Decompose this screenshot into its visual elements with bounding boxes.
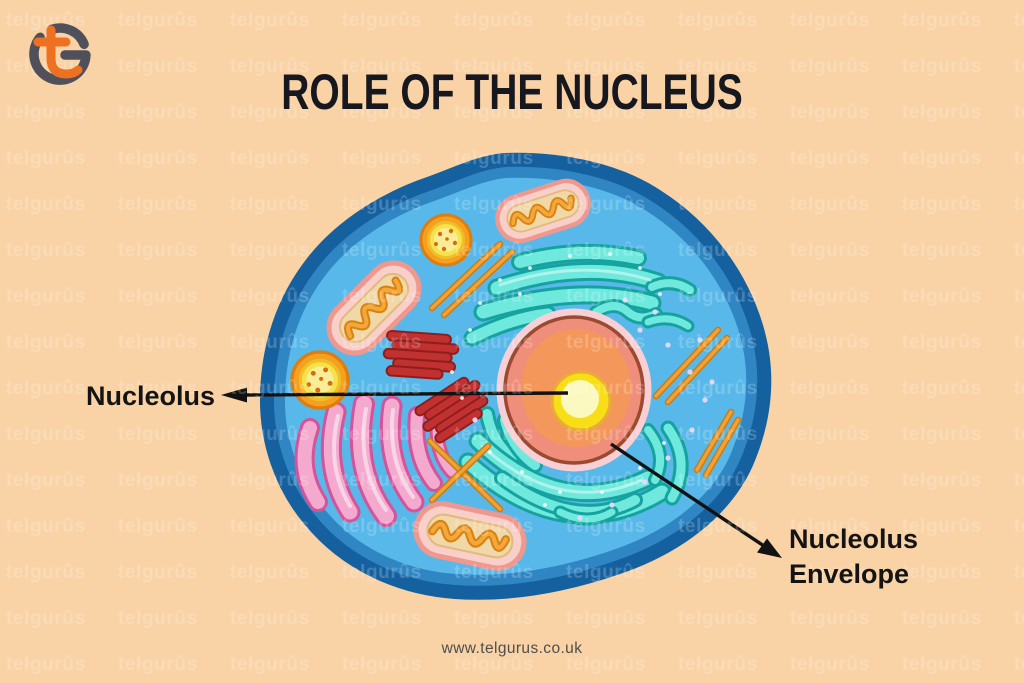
label-envelope-line1: Nucleolus xyxy=(789,524,919,554)
label-nucleolus: Nucleolus xyxy=(85,381,215,411)
cell-body xyxy=(267,160,764,593)
logo-t-stem xyxy=(46,25,83,79)
microtubules xyxy=(426,240,742,513)
lysosome-left xyxy=(290,350,350,410)
nucleolus-arrow xyxy=(221,387,569,403)
ribosome-dots xyxy=(450,252,715,521)
logo-g-arc-top xyxy=(47,23,89,50)
website-url: www.telgurus.co.uk xyxy=(441,640,583,657)
label-envelope-line2: Envelope xyxy=(789,559,910,589)
annotation-arrows xyxy=(221,387,782,558)
page-title: ROLE OF THE NUCLEUS xyxy=(281,64,743,120)
telgurus-logo xyxy=(29,23,91,85)
lysosome-top xyxy=(419,213,473,267)
label-nucleolus-envelope: Nucleolus Envelope xyxy=(789,522,918,592)
nucleus xyxy=(496,308,652,472)
golgi-apparatus xyxy=(294,393,460,527)
endoplasmic-reticulum-upper xyxy=(463,243,697,347)
envelope-arrow xyxy=(610,442,782,558)
